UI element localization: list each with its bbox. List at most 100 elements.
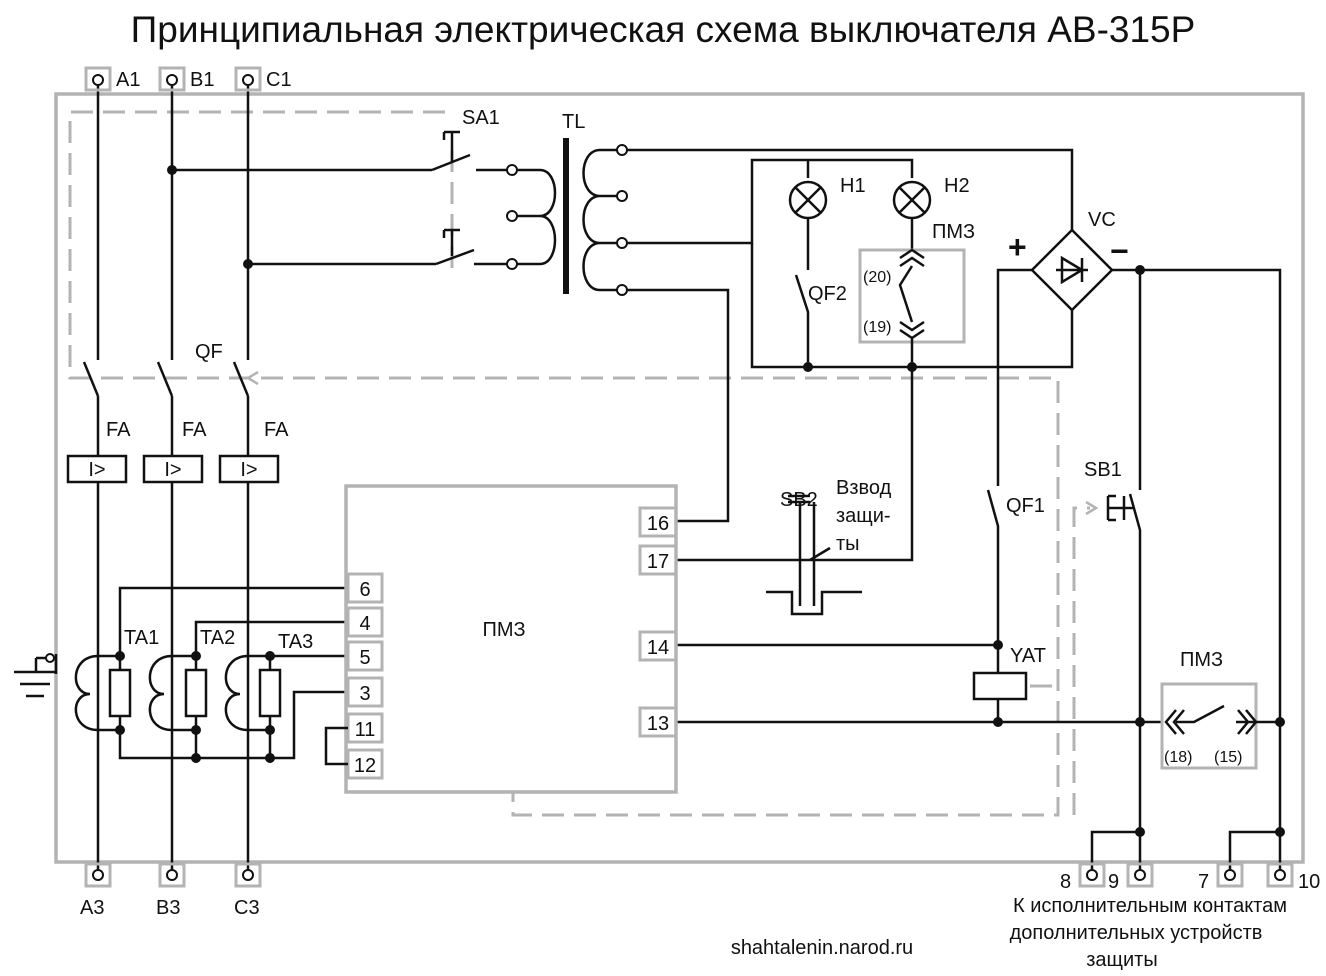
- yat-label: YAT: [1010, 645, 1046, 667]
- pmz-contact-box-bottom: [1160, 682, 1258, 770]
- yat-coil: [972, 671, 1028, 701]
- svg-text:3: 3: [359, 683, 370, 705]
- sa1-switch[interactable]: [431, 130, 510, 266]
- pmz-pin-11[interactable]: 11: [346, 712, 384, 744]
- h1-label: H1: [840, 175, 866, 197]
- terminal-b1[interactable]: [158, 66, 186, 92]
- pmz-pin-6[interactable]: 6: [346, 572, 384, 604]
- pmz-block-label: ПМЗ: [482, 619, 525, 641]
- sb2-reset-button[interactable]: [766, 494, 862, 616]
- ta3-transformer: [224, 651, 282, 763]
- terminal-a3[interactable]: [84, 862, 112, 888]
- pmz-pin-12[interactable]: 12: [346, 748, 384, 780]
- tl-label: TL: [562, 111, 585, 133]
- svg-text:I>: I>: [164, 459, 181, 481]
- h2-label: H2: [944, 175, 970, 197]
- svg-text:14: 14: [647, 637, 669, 659]
- aux-terminal-10[interactable]: [1266, 862, 1294, 888]
- aux-terminal-8[interactable]: [1078, 862, 1106, 888]
- ta2-label: TA2: [200, 627, 235, 649]
- terminal-a1[interactable]: [84, 66, 112, 92]
- sb2-note-3: ты: [836, 533, 860, 555]
- aux-terminal-10-label: 10: [1298, 871, 1320, 893]
- aux-terminal-8-label: 8: [1060, 871, 1071, 893]
- ta-bus-pin3: [118, 690, 348, 760]
- ta1-label: TA1: [124, 627, 159, 649]
- fa-relay-a: I>: [66, 454, 128, 484]
- sb2-label: SB2: [780, 489, 818, 511]
- sb2-note-2: защи-: [836, 505, 891, 527]
- pmz-contact-top: [898, 248, 925, 367]
- svg-text:12: 12: [354, 755, 376, 777]
- pmz-contact-bottom: [1164, 704, 1280, 735]
- terminal-a1-label: A1: [116, 69, 140, 91]
- terminal-b3[interactable]: [158, 862, 186, 888]
- ta3-label: TA3: [278, 631, 313, 653]
- terminal-b1-label: B1: [190, 69, 214, 91]
- pmz-pin-16[interactable]: 16: [638, 506, 678, 538]
- fa-label-c: FA: [264, 419, 289, 441]
- pmz-contact-19: (19): [863, 319, 891, 336]
- ta-bus-lower: [194, 730, 272, 758]
- mechanical-linkage-sb1: [1072, 506, 1090, 815]
- sb2-note-1: Взвод: [836, 477, 892, 499]
- svg-text:4: 4: [359, 613, 370, 635]
- pmz-pin-17[interactable]: 17: [638, 544, 678, 576]
- ta2-transformer: [148, 651, 208, 763]
- fa-label-a: FA: [106, 419, 131, 441]
- ta-bus-pin4: [194, 620, 348, 656]
- svg-text:11: 11: [355, 719, 376, 741]
- pmz-pin-13[interactable]: 13: [638, 706, 678, 738]
- fa-relay-b: I>: [142, 454, 204, 484]
- ta1-return: [98, 654, 120, 732]
- breaker-enclosure: [54, 92, 1305, 864]
- terminal-a3-label: A3: [80, 897, 104, 919]
- linkage-arrow: [1085, 500, 1099, 516]
- aux-note-line-2: дополнительных устройств: [1010, 922, 1263, 944]
- ground-icon: [14, 653, 58, 698]
- wire-tl-to-vc: [627, 148, 1074, 230]
- terminal-c1[interactable]: [234, 66, 262, 92]
- svg-text:5: 5: [359, 647, 370, 669]
- h1-lamp: [788, 180, 828, 270]
- vc-label: VC: [1088, 209, 1116, 231]
- wire-vc-minus: [1112, 268, 1282, 875]
- terminal-c1-label: C1: [266, 69, 292, 91]
- h2-lamp: [892, 180, 932, 250]
- pmz-pin-3[interactable]: 3: [346, 676, 384, 708]
- svg-text:I>: I>: [240, 459, 257, 481]
- pmz-pin-5[interactable]: 5: [346, 640, 384, 672]
- aux-terminal-9[interactable]: [1126, 862, 1154, 888]
- svg-text:6: 6: [359, 579, 370, 601]
- qf-contact-a: [82, 361, 100, 397]
- sb1-label: SB1: [1084, 459, 1122, 481]
- source-url: shahtalenin.narod.ru: [731, 937, 913, 959]
- wire-sb1: [1128, 270, 1142, 875]
- svg-text:17: 17: [647, 551, 669, 573]
- pmz-contact-15: (15): [1214, 749, 1242, 766]
- sa1-label: SA1: [462, 107, 500, 129]
- svg-text:16: 16: [647, 513, 669, 535]
- fa-relay-c: I>: [218, 454, 280, 484]
- qf1-label: QF1: [1006, 495, 1045, 517]
- qf1-contact: [986, 489, 1000, 674]
- wire-pmz-to-pin17: [677, 367, 914, 562]
- sb1-button[interactable]: [1106, 494, 1134, 522]
- svg-text:13: 13: [647, 713, 669, 735]
- aux-note-line-3: защиты: [1086, 949, 1157, 971]
- tl-transformer: [506, 138, 628, 296]
- terminal-c3[interactable]: [234, 862, 262, 888]
- vc-minus: −: [1110, 233, 1129, 269]
- pmz-pin-4[interactable]: 4: [346, 606, 384, 638]
- pmz-contact-20: (20): [863, 269, 891, 286]
- svg-text:I>: I>: [88, 459, 105, 481]
- pmz-pin-14[interactable]: 14: [638, 630, 678, 662]
- qf-contact-c: [232, 361, 250, 397]
- ta-bus-pin6: [118, 586, 348, 656]
- wire-tl-to-pin16: [627, 288, 730, 523]
- aux-terminal-7[interactable]: [1216, 862, 1244, 888]
- terminal-c3-label: C3: [234, 897, 260, 919]
- mechanical-linkage-sa1-qf: [68, 110, 1060, 817]
- pmz-label-bottom: ПМЗ: [1180, 649, 1223, 671]
